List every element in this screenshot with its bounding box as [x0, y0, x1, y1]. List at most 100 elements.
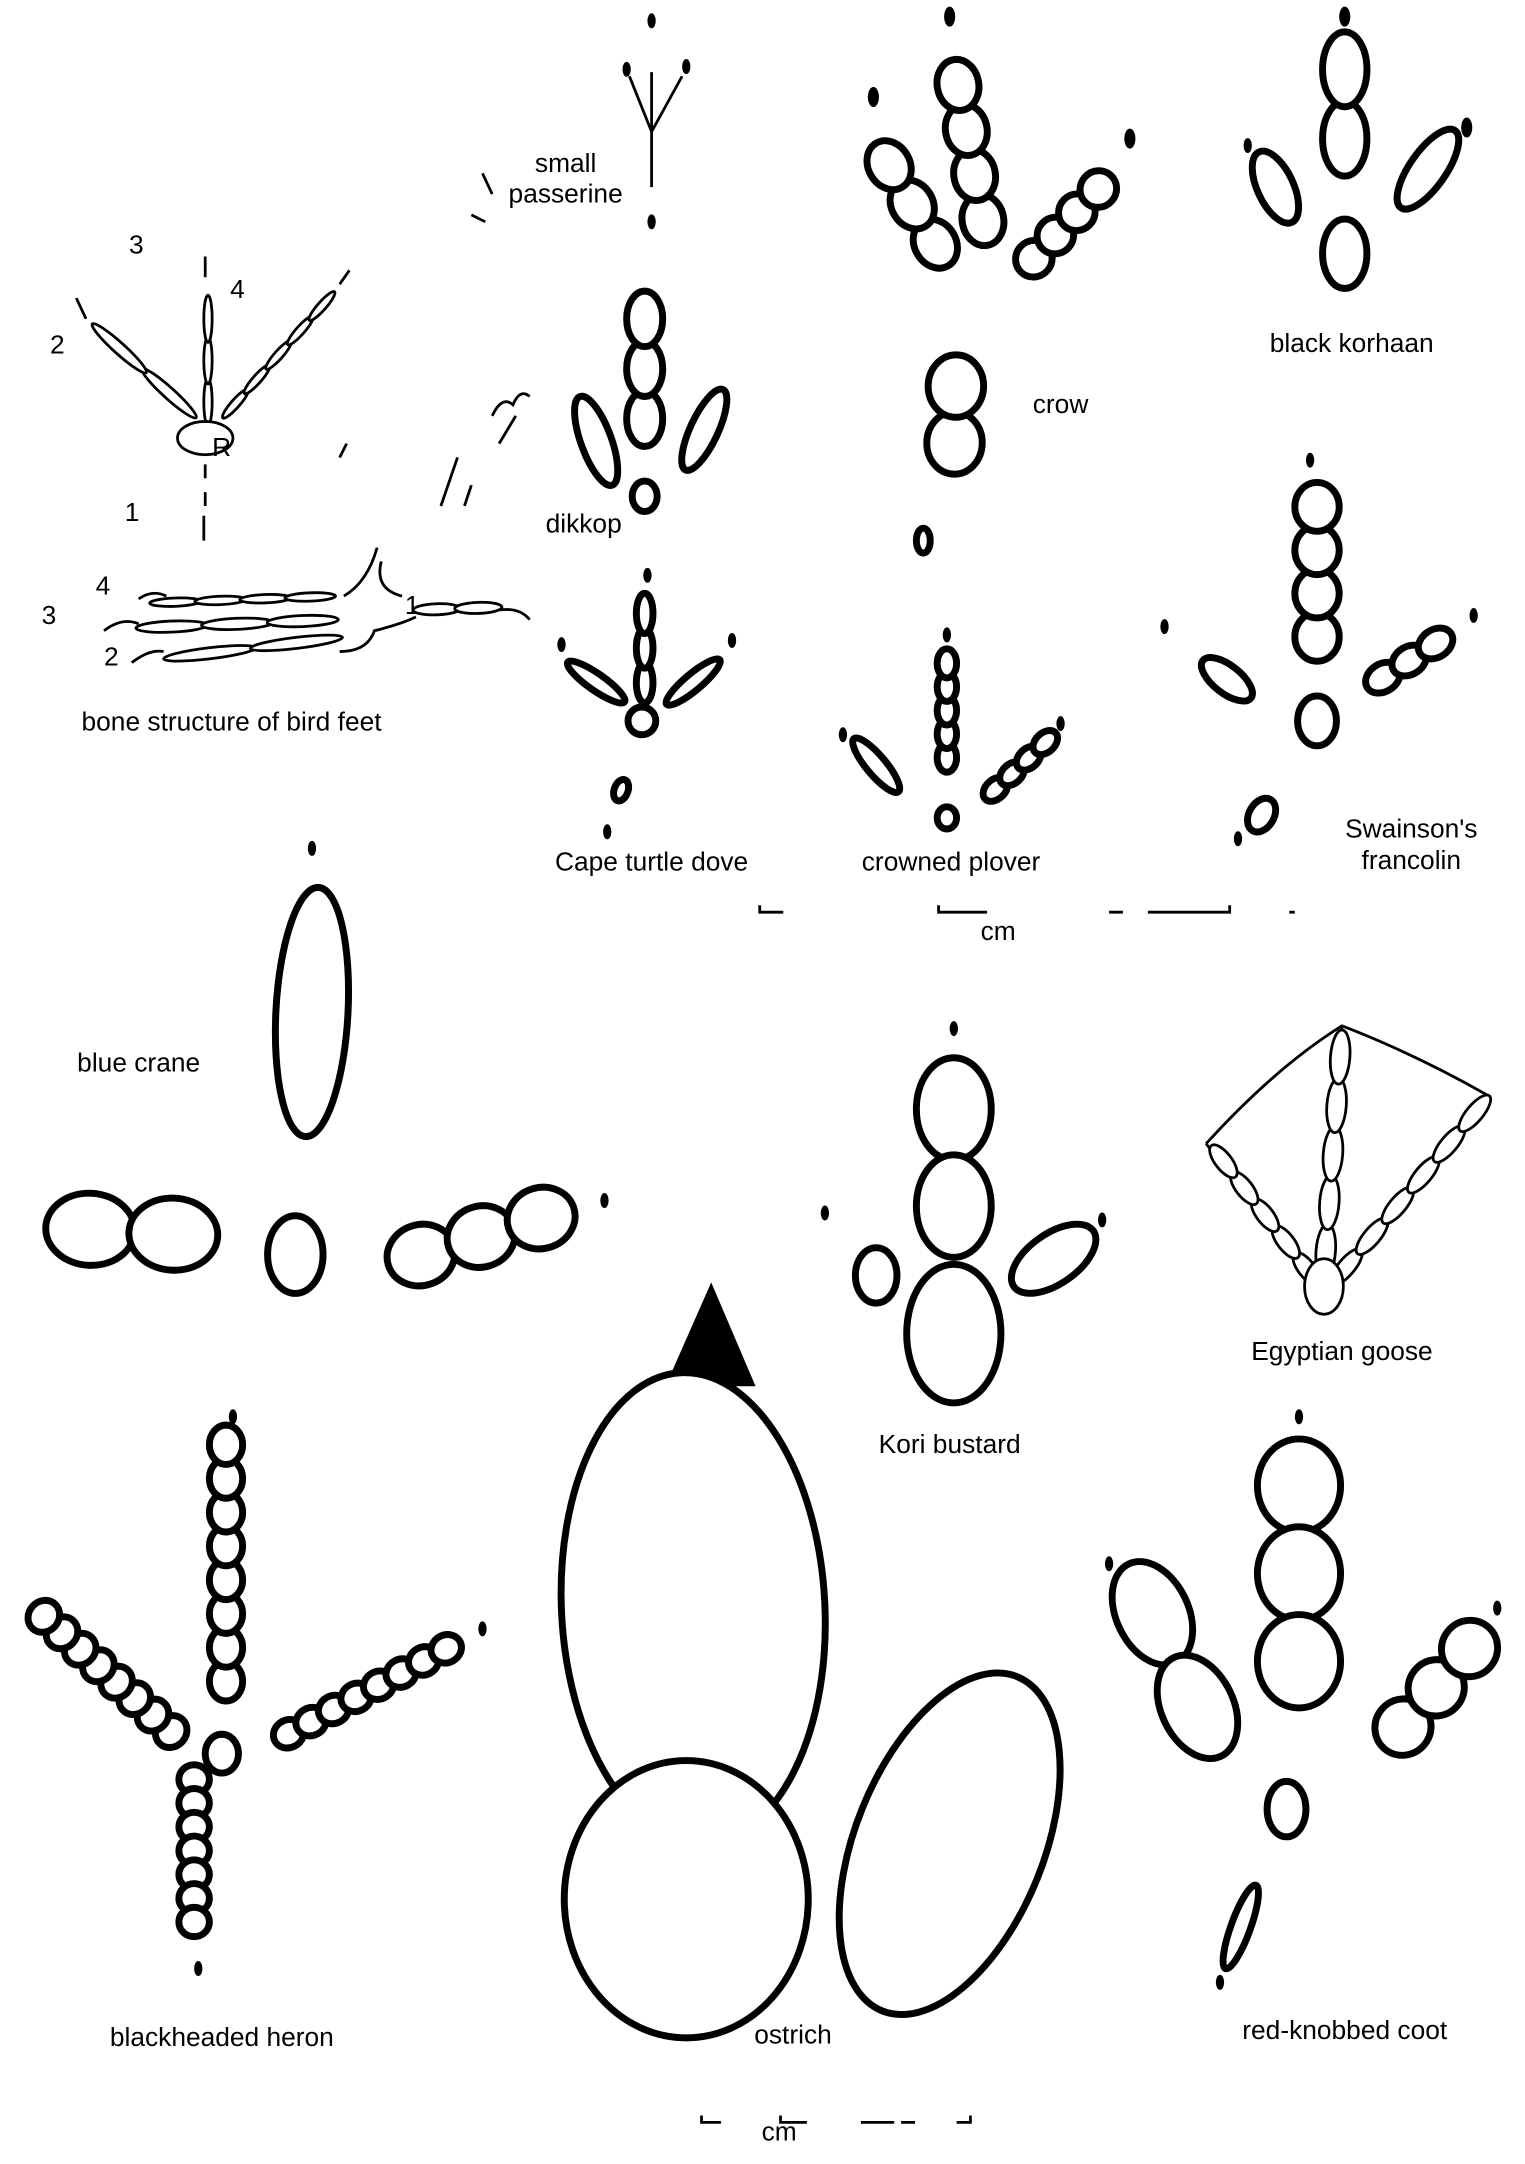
claw-mark [643, 567, 652, 583]
bone-joint [176, 420, 235, 457]
bone-segment [200, 616, 275, 631]
label-black-korhaan: black korhaan [1270, 328, 1434, 358]
label-cape-turtle-dove: Cape turtle dove [555, 847, 748, 877]
claw-mark [647, 214, 656, 230]
bone-segment [162, 644, 258, 663]
ostrich-claw [665, 1282, 756, 1387]
claw-mark [1056, 716, 1065, 732]
toe-pad [849, 734, 904, 796]
toe-pad [1414, 624, 1457, 663]
toe-pad [1318, 1174, 1341, 1232]
bone-segment [90, 322, 148, 375]
claw-mark [228, 1409, 238, 1425]
toe-pad [1197, 654, 1256, 705]
claw-mark [1469, 608, 1478, 623]
toe-pad [1076, 167, 1121, 211]
label-swainsons-francolin-2: francolin [1362, 845, 1462, 875]
small-passerine-track [628, 72, 684, 188]
toe-pad [1321, 1125, 1345, 1183]
toe-pad [1294, 692, 1340, 750]
toe-pad [1208, 1143, 1239, 1180]
toe-pad [662, 655, 724, 709]
scale-bar-top: cm [758, 905, 1295, 946]
claw-mark [1294, 1409, 1304, 1425]
claw-mark [647, 13, 656, 29]
toe-pad [264, 1212, 327, 1297]
toe-pad [1437, 1616, 1502, 1681]
claw-mark [1215, 1974, 1225, 1990]
bone-segment [307, 290, 337, 323]
label-red-knobbed-coot: red-knobbed coot [1242, 2015, 1448, 2045]
bone-structure-diagram: 3 2 4 1 R 4 3 2 1 bone structure of bird… [42, 172, 531, 737]
claw-mark [1097, 1212, 1107, 1228]
toe-pad [175, 1903, 213, 1941]
toe-pad [571, 392, 622, 489]
side-label-r: R [212, 432, 231, 462]
label-small-passerine-2: passerine [509, 178, 623, 208]
toe-pad [1248, 147, 1303, 227]
label-small-passerine-1: small [535, 148, 596, 178]
bone-segment [140, 367, 198, 420]
toe-pad [1319, 97, 1371, 180]
claw-mark [727, 632, 737, 648]
claw-mark [944, 6, 956, 27]
toe-pad [628, 477, 661, 516]
bone-segment [265, 613, 340, 629]
side-digit-2: 2 [104, 641, 119, 671]
bone-segment [202, 377, 214, 427]
toe-pad [1319, 215, 1371, 292]
side-digit-4: 4 [96, 571, 111, 601]
claw-mark [1339, 6, 1351, 27]
label-crow: crow [1033, 389, 1090, 419]
label-egyptian-goose: Egyptian goose [1251, 1336, 1433, 1366]
bone-drawings [75, 172, 531, 664]
bone-segment [453, 600, 504, 615]
bone-segment [193, 594, 247, 607]
toe-pad [903, 1260, 1005, 1407]
claw-mark [557, 637, 566, 653]
claw-mark [1233, 831, 1243, 847]
claw-mark [194, 1961, 203, 1977]
claw-mark [942, 627, 952, 643]
claw-mark [1104, 1556, 1114, 1572]
toe-pad [912, 524, 934, 557]
digit-label-4: 4 [230, 274, 245, 304]
digit-label-2: 2 [50, 330, 65, 360]
ostrich-toe-pad [560, 1757, 812, 2042]
label-kori-bustard: Kori bustard [879, 1429, 1021, 1459]
toe-pad [632, 589, 657, 638]
claw-mark [1493, 1600, 1502, 1616]
toe-pad [125, 1194, 222, 1274]
toe-pad [678, 385, 731, 474]
toe-pad [1263, 1777, 1310, 1841]
toe-pad [912, 1054, 995, 1164]
label-blue-crane: blue crane [77, 1048, 200, 1078]
toe-pad [1253, 1611, 1345, 1712]
digit-label-3: 3 [129, 230, 144, 260]
toe-pad [24, 1596, 64, 1636]
toe-pad [1325, 1077, 1348, 1134]
claw-mark [307, 840, 317, 856]
toe-pad [924, 351, 988, 421]
toe-pad [427, 1631, 465, 1667]
toe-pad [851, 1244, 901, 1307]
label-crowned-plover: crowned plover [862, 847, 1041, 877]
toe-pad [933, 645, 961, 682]
scale-unit-bottom: cm [762, 2116, 797, 2146]
claw-mark [820, 1205, 830, 1221]
toe-pad [623, 287, 667, 351]
bone-segment [202, 335, 214, 386]
track-pad [933, 55, 983, 114]
toe-pad [863, 137, 915, 194]
toe-pad [1244, 794, 1280, 836]
toe-pad [624, 703, 660, 739]
bone-segment [148, 596, 202, 608]
toe-pad [1457, 1093, 1493, 1133]
claw-mark [682, 59, 691, 75]
claw-mark [838, 727, 848, 743]
label-swainsons-francolin-1: Swainson's [1345, 813, 1477, 843]
heel-pad [1303, 1257, 1345, 1316]
toe-pad [933, 803, 961, 833]
scale-bar-bottom: cm [700, 2115, 972, 2146]
